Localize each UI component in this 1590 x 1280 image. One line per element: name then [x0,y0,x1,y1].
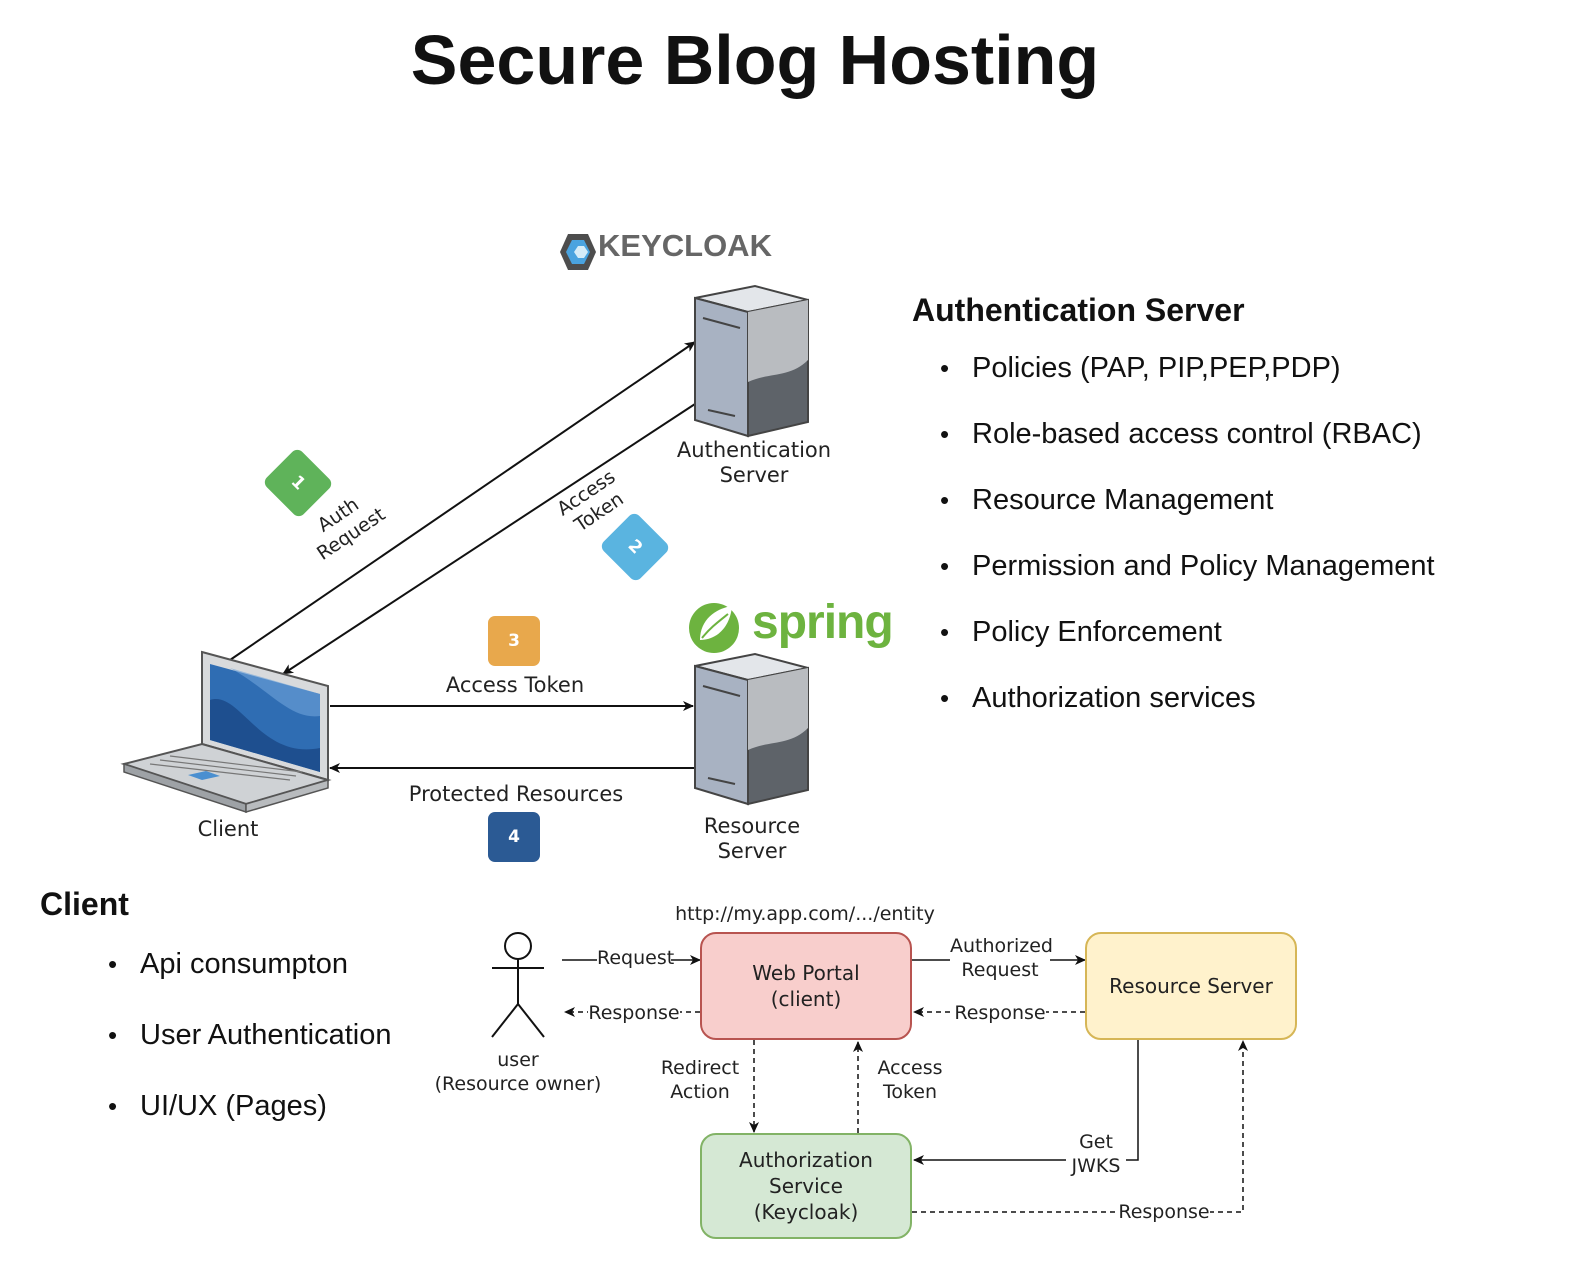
list-item: User Authentication [108,1015,391,1086]
list-item: UI/UX (Pages) [108,1086,391,1157]
auth-section-heading: Authentication Server [912,292,1245,328]
access-token-label: Access Token [445,673,585,697]
resource-server-box: Resource Server [1085,932,1297,1040]
list-item: Authorization services [940,680,1435,746]
user-icon [491,932,545,1038]
resource-response-label: Response [954,1001,1046,1025]
auth-features-list: Policies (PAP, PIP,PEP,PDP) Role-based a… [940,350,1435,746]
step-4-badge: 4 [488,812,540,862]
step-3-badge: 3 [488,616,540,666]
list-item: Policy Enforcement [940,614,1435,680]
get-jwks-label: Get JWKS [1066,1130,1126,1178]
list-item: Permission and Policy Management [940,548,1435,614]
authentication-server-label: Authentication Server [676,438,832,487]
authorization-service-box: Authorization Service (Keycloak) [700,1133,912,1239]
resource-server-icon [694,652,809,806]
list-item: Policies (PAP, PIP,PEP,PDP) [940,350,1435,416]
get-jwks-arrow [913,1040,1139,1165]
resource-server-label: Resource Server [703,814,801,863]
keycloak-logo-icon [560,234,596,270]
protected-resources-label: Protected Resources [408,782,624,806]
page-title: Secure Blog Hosting [410,21,1100,99]
redirect-action-label: Redirect Action [660,1057,740,1103]
authorized-request-label: Authorized Request [950,934,1053,982]
list-item: Resource Management [940,482,1435,548]
spring-logo-icon [689,603,739,653]
client-section-heading: Client [40,886,129,922]
jwks-response-arrow [912,1040,1248,1213]
response-label: Response [588,1001,680,1025]
access-token-return-arrow [282,403,696,675]
auth-request-arrow [229,341,696,661]
authentication-server-icon [694,284,809,438]
user-label: user (Resource owner) [434,1049,602,1095]
list-item: Api consumpton [108,944,391,1015]
request-label: Request [597,946,675,970]
laptop-icon [120,650,332,814]
jwks-response-label: Response [1118,1200,1210,1224]
client-features-list: Api consumpton User Authentication UI/UX… [108,944,391,1157]
list-item: Role-based access control (RBAC) [940,416,1435,482]
keycloak-logo: KEYCLOAK [598,228,772,263]
client-label: Client [197,817,259,841]
spring-logo: spring [752,596,894,649]
access-token-flow-label: Access Token [877,1057,943,1103]
web-portal-box: Web Portal (client) [700,932,912,1040]
url-label: http://my.app.com/.../entity [675,903,935,925]
